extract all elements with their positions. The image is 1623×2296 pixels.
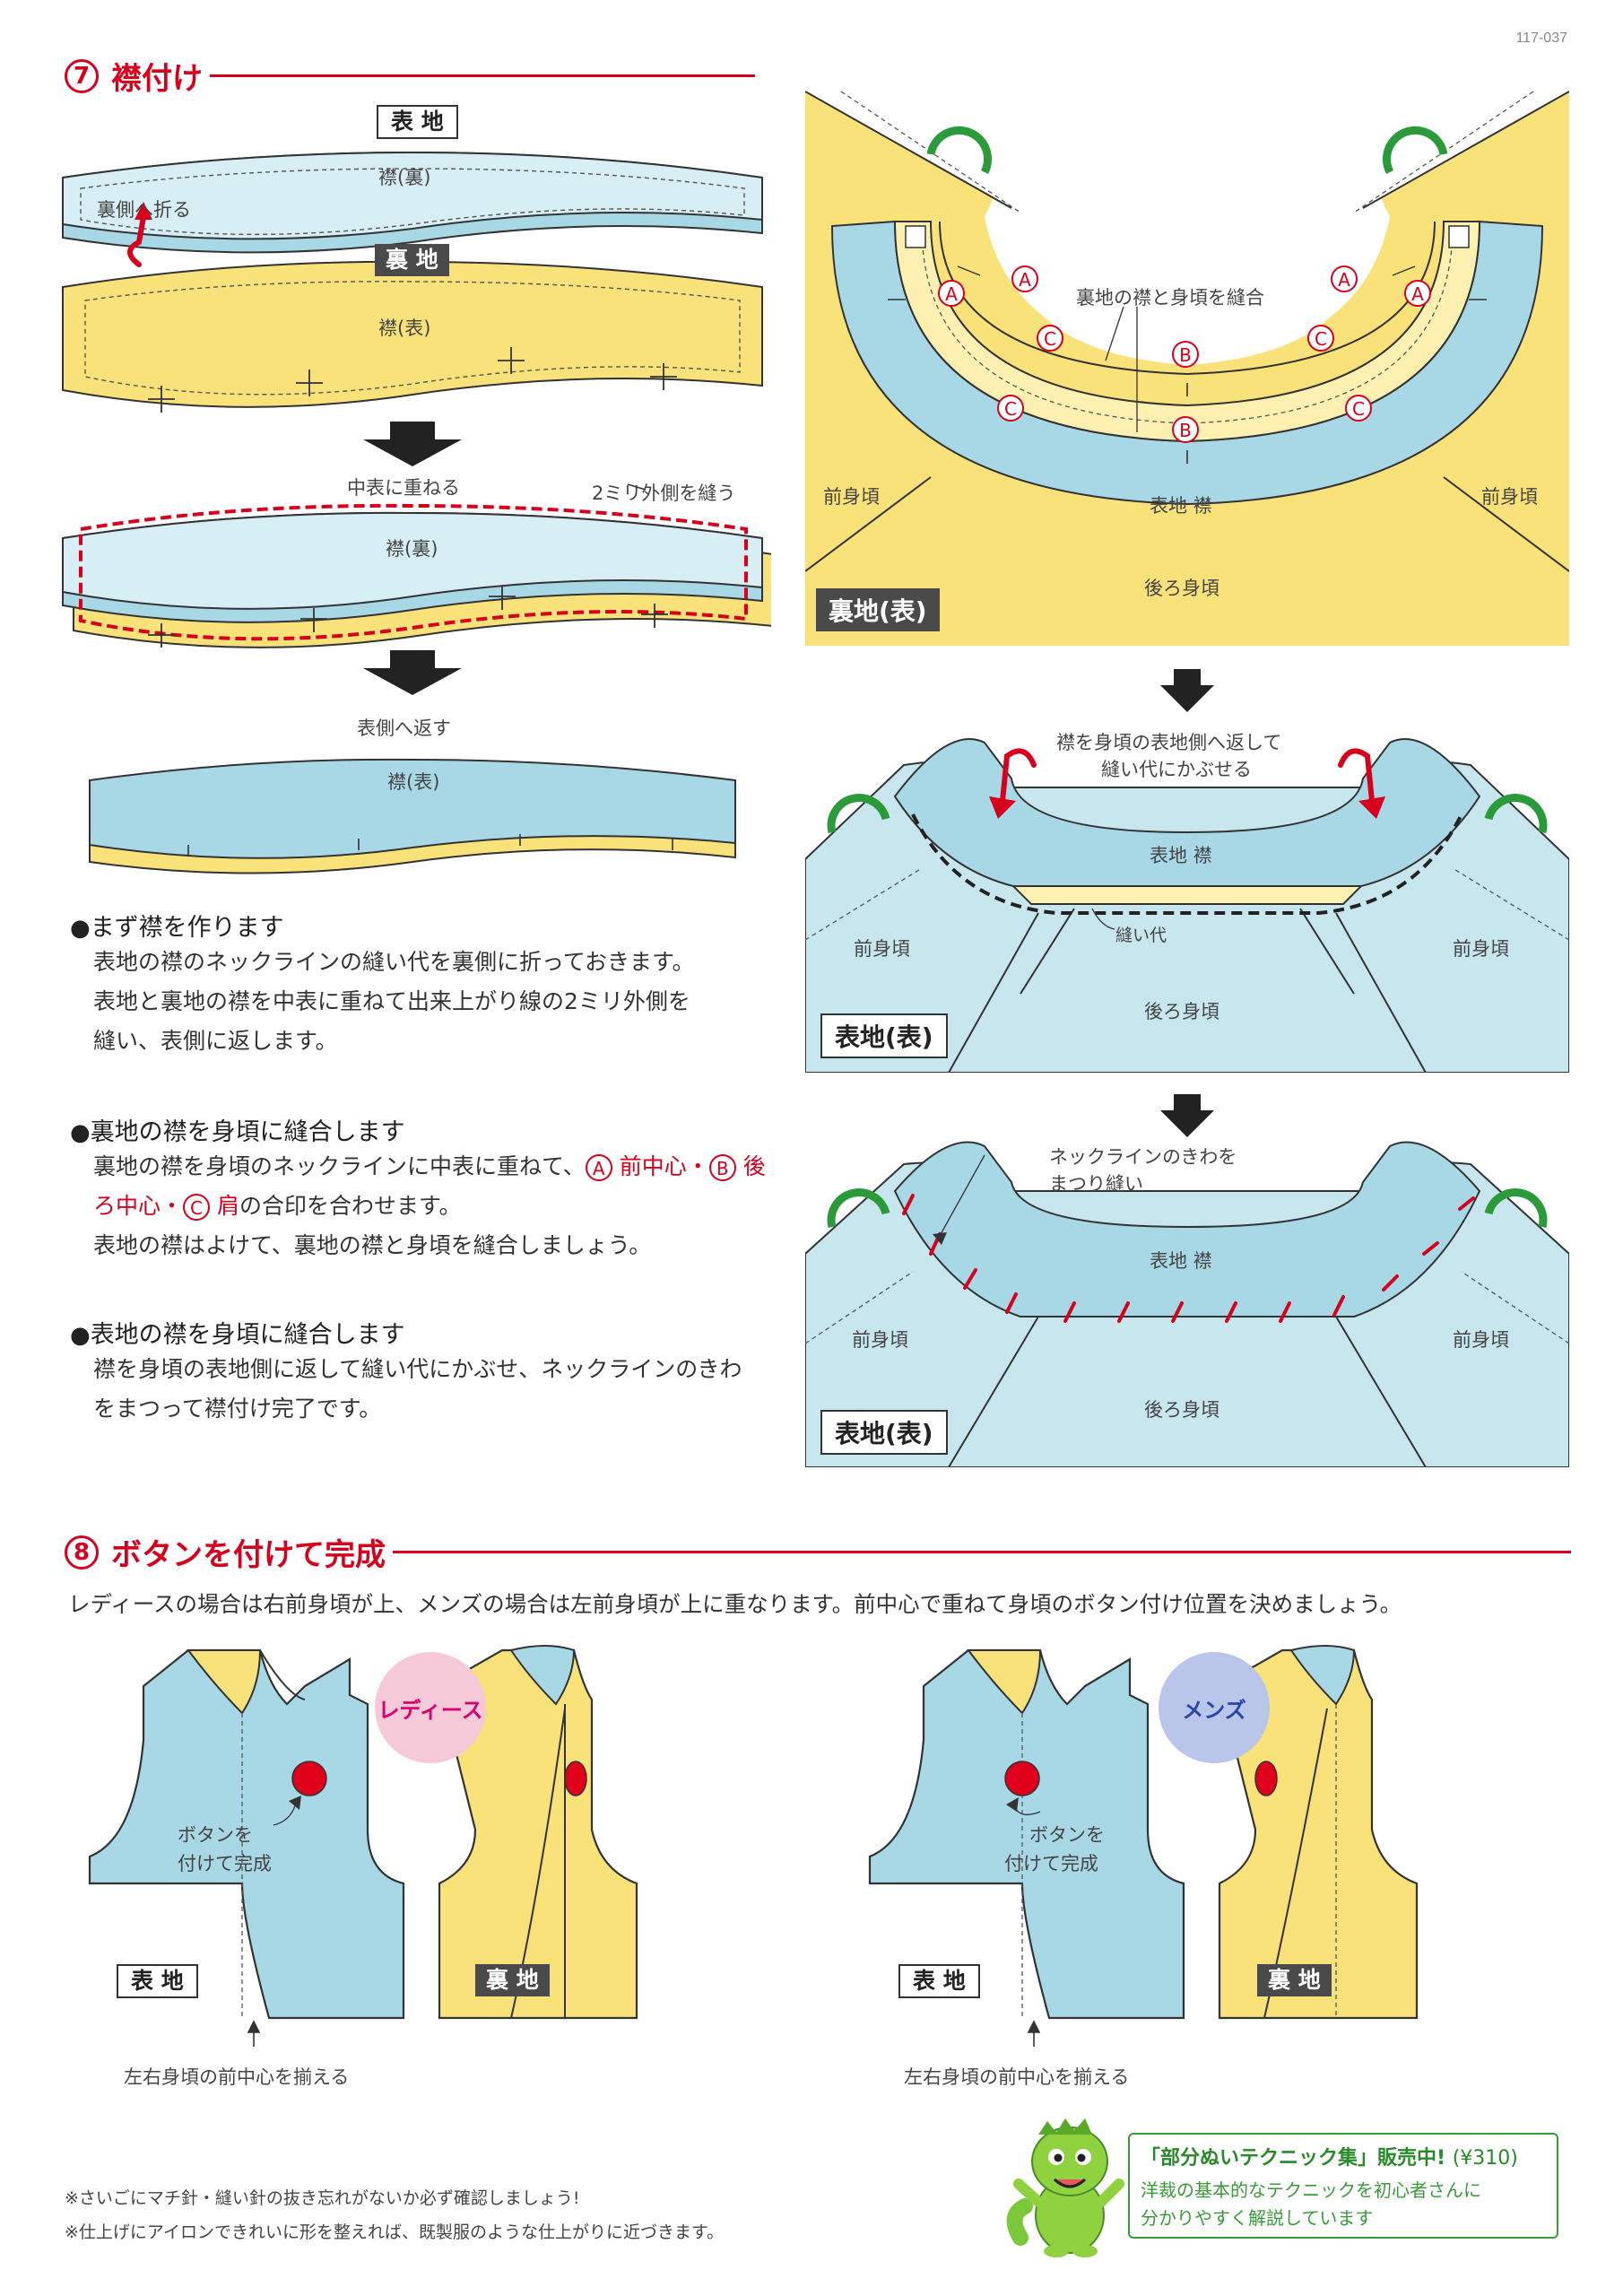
promo-box[interactable]: 「部分ぬいテクニック集」販売中! (¥310) 洋裁の基本的なテクニックを初心者… — [1128, 2133, 1558, 2239]
ladies-label: レディース — [378, 1697, 483, 1723]
b1-line-2: 表地と裏地の襟を中表に重ねて出来上がり線の2ミリ外側を — [93, 988, 690, 1014]
seam-label: 縫い代 — [1115, 926, 1167, 945]
mark-c-lower-left: C — [997, 395, 1024, 422]
mark-c-upper-left: C — [1037, 325, 1063, 352]
section-number: 7 — [65, 58, 99, 93]
footnote-2: ※仕上げにアイロンできれいに形を整えれば、既製服のような仕上がりに近づきます。 — [65, 2222, 725, 2242]
b2-mark-a: A — [585, 1154, 612, 1181]
omote-tag-2: 表地(表) — [820, 1013, 948, 1058]
turn-label: 表側へ返す — [357, 718, 451, 739]
mark-a-left-1: A — [1011, 265, 1038, 292]
mens-align-label: 左右身頃の前中心を揃える — [904, 2066, 1130, 2088]
instruction-block-2: ●裏地の襟を身頃に縫合します 裏地の襟を身頃のネックラインに中表に重ねて、A 前… — [70, 1112, 787, 1265]
overlap-label: 中表に重ねる — [347, 477, 460, 499]
b2-line-1a: 裏地の襟を身頃のネックラインに中表に重ねて、 — [93, 1153, 586, 1179]
b1-title: まず襟を作ります — [90, 914, 284, 942]
mascot-dinosaur — [1006, 2118, 1124, 2257]
section-title: 襟付け — [111, 61, 203, 97]
instr-line-1: 襟を身頃の表地側へ返して — [1056, 732, 1282, 753]
neckline-fig-3 — [805, 1141, 1569, 1467]
instr3-line-1: ネックラインのきわを — [1049, 1146, 1237, 1168]
b2-line-2c: の合印を合わせます。 — [239, 1193, 462, 1219]
collar-back-label-2: 襟(裏) — [386, 538, 438, 560]
page-code: 117-037 — [1515, 30, 1567, 46]
footnote-1: ※さいごにマチ針・縫い針の抜き忘れがないか必ず確認しましょう! — [65, 2188, 580, 2208]
mark-b-lower: B — [1172, 416, 1199, 443]
collar-label: 表地 襟 — [1150, 495, 1212, 517]
vest-figures — [88, 1645, 1419, 2047]
promo-price: (¥310) — [1452, 2147, 1518, 2170]
mens-label: メンズ — [1182, 1697, 1246, 1723]
omote-tag: 表 地 — [377, 105, 458, 139]
collar-front-label: 襟(表) — [378, 317, 431, 339]
stitch-label: 2ミリ外側を縫う — [592, 483, 736, 504]
ladies-align-label: 左右身頃の前中心を揃える — [124, 2066, 350, 2088]
omote-tag-3: 表地(表) — [820, 1410, 948, 1455]
mark-a-left-2: A — [938, 280, 965, 307]
instruction-block-3: ●表地の襟を身頃に縫合します 襟を身頃の表地側に返して縫い代にかぶせ、ネックライ… — [70, 1315, 787, 1429]
b2-line-2a: ろ中心・ — [93, 1193, 184, 1219]
section-rule — [210, 74, 755, 77]
section-rule-8 — [393, 1551, 1571, 1553]
ladies-button-label-2: 付けて完成 — [178, 1853, 272, 1874]
mens-badge: メンズ — [1159, 1652, 1270, 1763]
section-7-header: 7 襟付け — [65, 54, 755, 98]
mark-c-upper-right: C — [1307, 325, 1334, 352]
mens-button-label-1: ボタンを — [1029, 1824, 1105, 1846]
fold-label: 裏側へ折る — [97, 199, 191, 221]
ura-tag: 裏 地 — [375, 244, 449, 276]
b2-mark-c: C — [183, 1194, 211, 1221]
instr3-line-2: まつり縫い — [1049, 1173, 1143, 1195]
instruction-block-1: ●まず襟を作ります 表地の襟のネックラインの縫い代を裏側に折っておきます。 表地… — [70, 908, 769, 1061]
ladies-badge: レディース — [375, 1652, 486, 1763]
mens-ura-tag: 裏 地 — [1257, 1964, 1332, 1996]
mark-b-upper: B — [1172, 341, 1199, 368]
b1-line-1: 表地の襟のネックラインの縫い代を裏側に折っておきます。 — [93, 949, 695, 975]
ladies-omote-tag: 表 地 — [117, 1964, 198, 1998]
b3-line-2: をまつって襟付け完了です。 — [93, 1396, 382, 1422]
b2-line-3: 表地の襟はよけて、裏地の襟と身頃を縫合しましょう。 — [93, 1232, 652, 1258]
promo-line-2: 分かりやすく解説しています — [1141, 2207, 1374, 2229]
b3-line-1: 襟を身頃の表地側に返して縫い代にかぶせ、ネックラインのきわ — [93, 1356, 742, 1382]
front-right-label-2: 前身頃 — [1453, 938, 1509, 960]
mark-a-right-1: A — [1331, 265, 1358, 292]
front-right-label: 前身頃 — [1481, 486, 1538, 508]
b2-title: 裏地の襟を身頃に縫合します — [90, 1118, 405, 1146]
b3-title: 表地の襟を身頃に縫合します — [90, 1321, 405, 1349]
front-left-label-2: 前身頃 — [854, 938, 910, 960]
arrow-down-right-1 — [1160, 669, 1214, 712]
front-left-label: 前身頃 — [823, 486, 880, 508]
mark-a-right-2: A — [1404, 280, 1431, 307]
arrow-down-right-2 — [1160, 1094, 1214, 1137]
ladies-button-label-1: ボタンを — [178, 1824, 253, 1846]
collar-steps-figure — [62, 151, 771, 874]
collar-back-label: 襟(裏) — [378, 167, 431, 188]
collar-label-3: 表地 襟 — [1150, 1250, 1212, 1272]
back-label-3: 後ろ身頃 — [1144, 1399, 1219, 1421]
mens-omote-tag: 表 地 — [898, 1964, 980, 1998]
b2-line-1c: 後 — [742, 1153, 766, 1179]
ura-omote-tag: 裏地(表) — [816, 588, 940, 631]
b2-line-1b: 前中心・ — [619, 1153, 709, 1179]
b1-line-3: 縫い、表側に返します。 — [93, 1028, 338, 1054]
section-number-8: 8 — [65, 1535, 99, 1570]
back-label: 後ろ身頃 — [1144, 578, 1219, 599]
back-label-2: 後ろ身頃 — [1144, 1001, 1219, 1022]
promo-line-1: 洋裁の基本的なテクニックを初心者さんに — [1141, 2179, 1481, 2201]
front-right-label-3: 前身頃 — [1453, 1329, 1509, 1351]
sew-label: 裏地の襟と身頃を縫合 — [1076, 287, 1264, 309]
collar-label-2: 表地 襟 — [1150, 845, 1212, 866]
b2-line-2b: 肩 — [216, 1193, 239, 1219]
instr-line-2: 縫い代にかぶせる — [1101, 759, 1252, 780]
b2-mark-b: B — [708, 1154, 736, 1181]
section-8-intro: レディースの場合は右前身頃が上、メンズの場合は左前身頃が上に重なります。前中心で… — [68, 1591, 1402, 1617]
section-title-8: ボタンを付けて完成 — [111, 1537, 386, 1573]
front-left-label-3: 前身頃 — [852, 1329, 908, 1351]
mark-c-lower-right: C — [1345, 395, 1372, 422]
collar-front-label-2: 襟(表) — [387, 771, 440, 793]
promo-title: 「部分ぬいテクニック集」販売中! — [1141, 2147, 1446, 2170]
mens-button-label-2: 付けて完成 — [1004, 1853, 1098, 1874]
ladies-ura-tag: 裏 地 — [475, 1964, 550, 1996]
section-8-header: 8 ボタンを付けて完成 — [65, 1530, 1571, 1574]
